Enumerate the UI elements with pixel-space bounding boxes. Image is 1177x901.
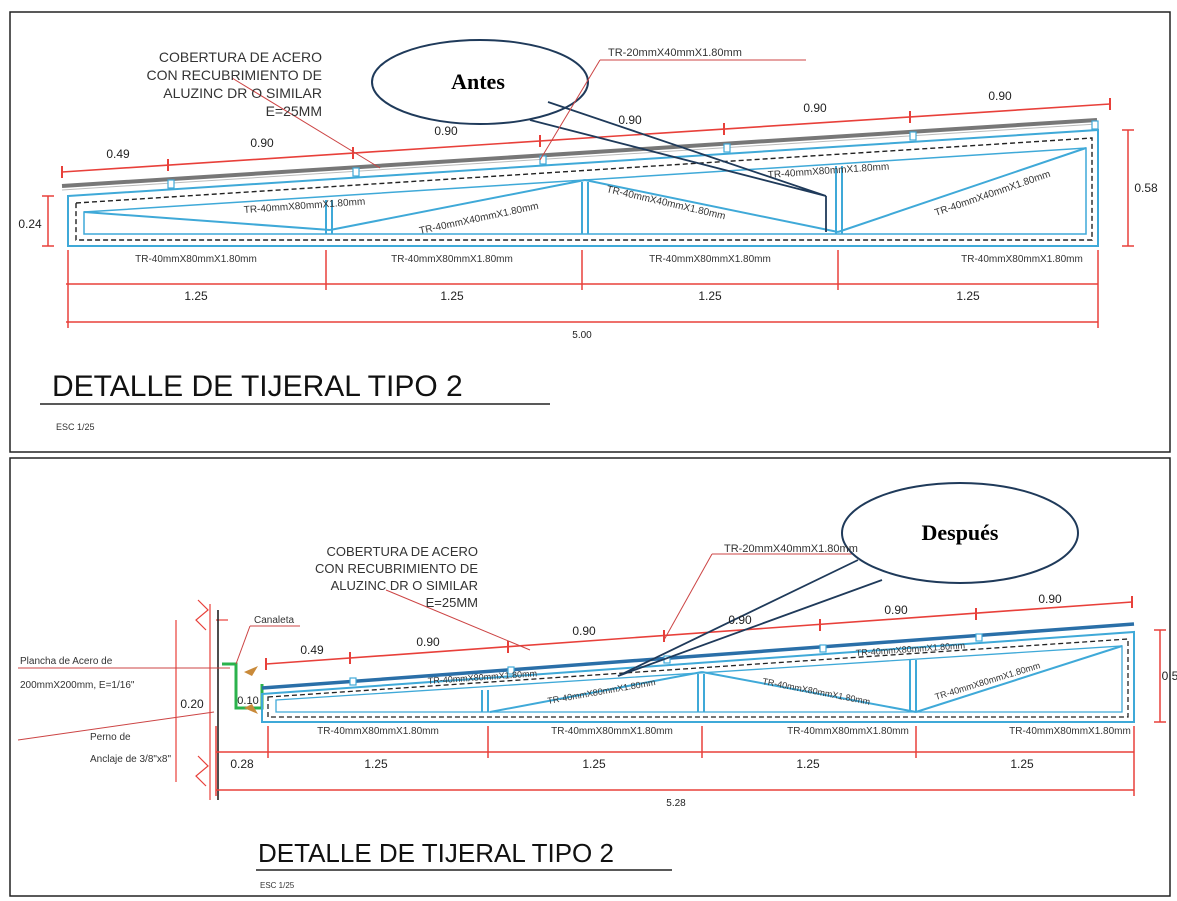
slope-dim-after-1: 0.49: [300, 643, 324, 657]
slope-dim-after-5: 0.90: [884, 603, 908, 617]
span-dim-4: 1.25: [956, 289, 980, 303]
drawing-scale-after: ESC 1/25: [260, 881, 295, 890]
chord-label-2: TR-40mmX80mmX1.80mm: [391, 254, 513, 265]
gutter-dim: 0.10: [237, 695, 258, 707]
cover-note-line-4: E=25MM: [266, 103, 322, 119]
gutter-label: Canaleta: [254, 615, 294, 626]
cover-note-after-3: ALUZINC DR O SIMILAR: [331, 578, 478, 593]
diagonal-label-2: TR-40mmX40mmX1.80mm: [418, 201, 539, 237]
chord-label-after-4: TR-40mmX80mmX1.80mm: [1009, 726, 1131, 737]
drawing-title: DETALLE DE TIJERAL TIPO 2: [52, 370, 463, 403]
bottom-panel-frame: [9, 457, 1171, 897]
slope-dim-after-3: 0.90: [572, 624, 596, 638]
antes-callout-bubble: [371, 39, 589, 125]
height-right: 0.58: [1134, 181, 1158, 195]
span-dim-3: 1.25: [698, 289, 722, 303]
bolt-label-1: Perno de: [90, 732, 131, 743]
truss-body-after: [261, 630, 1135, 723]
chord-label-after-1: TR-40mmX80mmX1.80mm: [317, 726, 439, 737]
span-dim-1: 1.25: [184, 289, 208, 303]
slope-dim-5: 0.90: [803, 101, 827, 115]
cover-note-after-4: E=25MM: [426, 595, 478, 610]
drawing-title-after: DETALLE DE TIJERAL TIPO 2: [258, 838, 614, 868]
slope-dim-2: 0.90: [250, 136, 274, 150]
height-left: 0.24: [18, 217, 42, 231]
antes-callout-text: Antes: [451, 69, 505, 94]
slope-dim-3: 0.90: [434, 124, 458, 138]
cover-note-after-1: COBERTURA DE ACERO: [327, 544, 478, 559]
slope-dim-1: 0.49: [106, 147, 130, 161]
span-dim-after-0: 0.28: [230, 757, 254, 771]
slope-dim-6: 0.90: [988, 89, 1012, 103]
chord-label-3: TR-40mmX80mmX1.80mm: [649, 254, 771, 265]
cover-note-line-1: COBERTURA DE ACERO: [159, 49, 322, 65]
total-span-after: 5.28: [666, 798, 686, 809]
despues-callout-pointer: [617, 559, 883, 677]
despues-callout-bubble: [841, 482, 1079, 584]
slope-dim-after-6: 0.90: [1038, 592, 1062, 606]
cover-note-line-2: CON RECUBRIMIENTO DE: [146, 67, 322, 83]
span-dim-after-2: 1.25: [582, 757, 606, 771]
plate-label-1: Plancha de Acero de: [20, 656, 113, 667]
chord-label-after-3: TR-40mmX80mmX1.80mm: [787, 726, 909, 737]
plate-label-2: 200mmX200mm, E=1/16": [20, 680, 135, 691]
span-dim-2: 1.25: [440, 289, 464, 303]
drawing-scale: ESC 1/25: [56, 422, 95, 432]
purlin-label-after: TR-20mmX40mmX1.80mm: [724, 543, 858, 555]
slope-dim-after-4: 0.90: [728, 613, 752, 627]
diagonal-label-3: TR-40mmX40mmX1.80mm: [605, 184, 726, 222]
cover-note-after-2: CON RECUBRIMIENTO DE: [315, 561, 478, 576]
height-right-after: 0.5: [1162, 669, 1177, 683]
top-panel-frame: [9, 11, 1171, 453]
cover-note-line-3: ALUZINC DR O SIMILAR: [163, 85, 322, 101]
diagonal-label-after-3: TR-40mmX80mmX1.80mm: [762, 676, 871, 707]
bolt-label-2: Anclaje de 3/8"x8": [90, 754, 171, 765]
truss-body: [67, 128, 1099, 247]
slope-dim-after-2: 0.90: [416, 635, 440, 649]
roof-sheet: [61, 118, 1098, 188]
slope-dim-4: 0.90: [618, 113, 642, 127]
purlin-label: TR-20mmX40mmX1.80mm: [608, 47, 742, 59]
chord-label-4: TR-40mmX80mmX1.80mm: [961, 254, 1083, 265]
slope-dimension-line: [61, 103, 1111, 173]
diagonal-label-after-5: TR-40mmX80mmX1.80mm: [934, 660, 1042, 702]
span-dim-after-4: 1.25: [1010, 757, 1034, 771]
despues-callout-text: Después: [921, 520, 998, 545]
span-dim-after-1: 1.25: [364, 757, 388, 771]
chord-label-after-2: TR-40mmX80mmX1.80mm: [551, 726, 673, 737]
diagonal-label-1: TR-40mmX80mmX1.80mm: [243, 197, 365, 216]
span-dim-after-3: 1.25: [796, 757, 820, 771]
total-span: 5.00: [572, 330, 592, 341]
height-left-after: 0.20: [180, 697, 204, 711]
chord-label-1: TR-40mmX80mmX1.80mm: [135, 254, 257, 265]
